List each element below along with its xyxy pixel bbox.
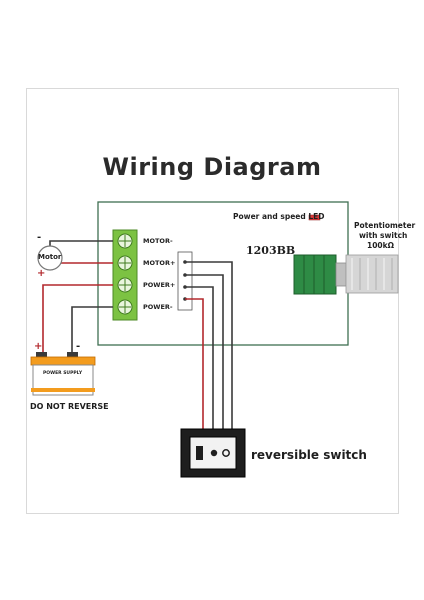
reversible-switch-body bbox=[180, 428, 246, 478]
terminal-screw-2 bbox=[117, 255, 133, 271]
terminal-label-power-minus: POWER- bbox=[143, 303, 173, 311]
motor-plus-sign: + bbox=[37, 268, 46, 279]
battery-symbol bbox=[30, 352, 96, 396]
terminal-screw-1 bbox=[117, 233, 133, 249]
terminal-label-motor-minus: MOTOR- bbox=[143, 237, 173, 245]
terminal-label-power-plus: POWER+ bbox=[143, 281, 176, 289]
battery-plus-sign: + bbox=[34, 341, 43, 352]
do-not-reverse-warning: DO NOT REVERSE bbox=[30, 402, 109, 411]
terminal-block bbox=[112, 229, 138, 321]
potentiometer-label-line3: 100kΩ bbox=[367, 241, 395, 250]
terminal-label-motor-plus: MOTOR+ bbox=[143, 259, 176, 267]
switch-wires bbox=[185, 261, 233, 430]
terminal-screw-4 bbox=[117, 299, 133, 315]
potentiometer-label-line1: Potentiometer bbox=[354, 221, 416, 230]
reversible-switch-label: reversible switch bbox=[251, 448, 367, 462]
motor-minus-sign: - bbox=[37, 232, 42, 243]
board-model-label: 1203BB bbox=[246, 244, 296, 257]
potentiometer-body bbox=[293, 254, 399, 295]
switch-header-connector bbox=[177, 251, 193, 311]
led-indicator bbox=[308, 214, 321, 221]
terminal-screw-3 bbox=[117, 277, 133, 293]
battery-wires bbox=[42, 284, 113, 352]
led-label: Power and speed LED bbox=[233, 212, 325, 221]
battery-minus-sign: - bbox=[76, 341, 81, 352]
battery-label: POWER SUPPLY bbox=[43, 371, 83, 376]
motor-symbol bbox=[37, 245, 63, 271]
potentiometer-label-line2: with switch bbox=[359, 231, 408, 240]
diagram-title: Wiring Diagram bbox=[102, 153, 322, 181]
motor-label: Motor bbox=[38, 253, 62, 261]
